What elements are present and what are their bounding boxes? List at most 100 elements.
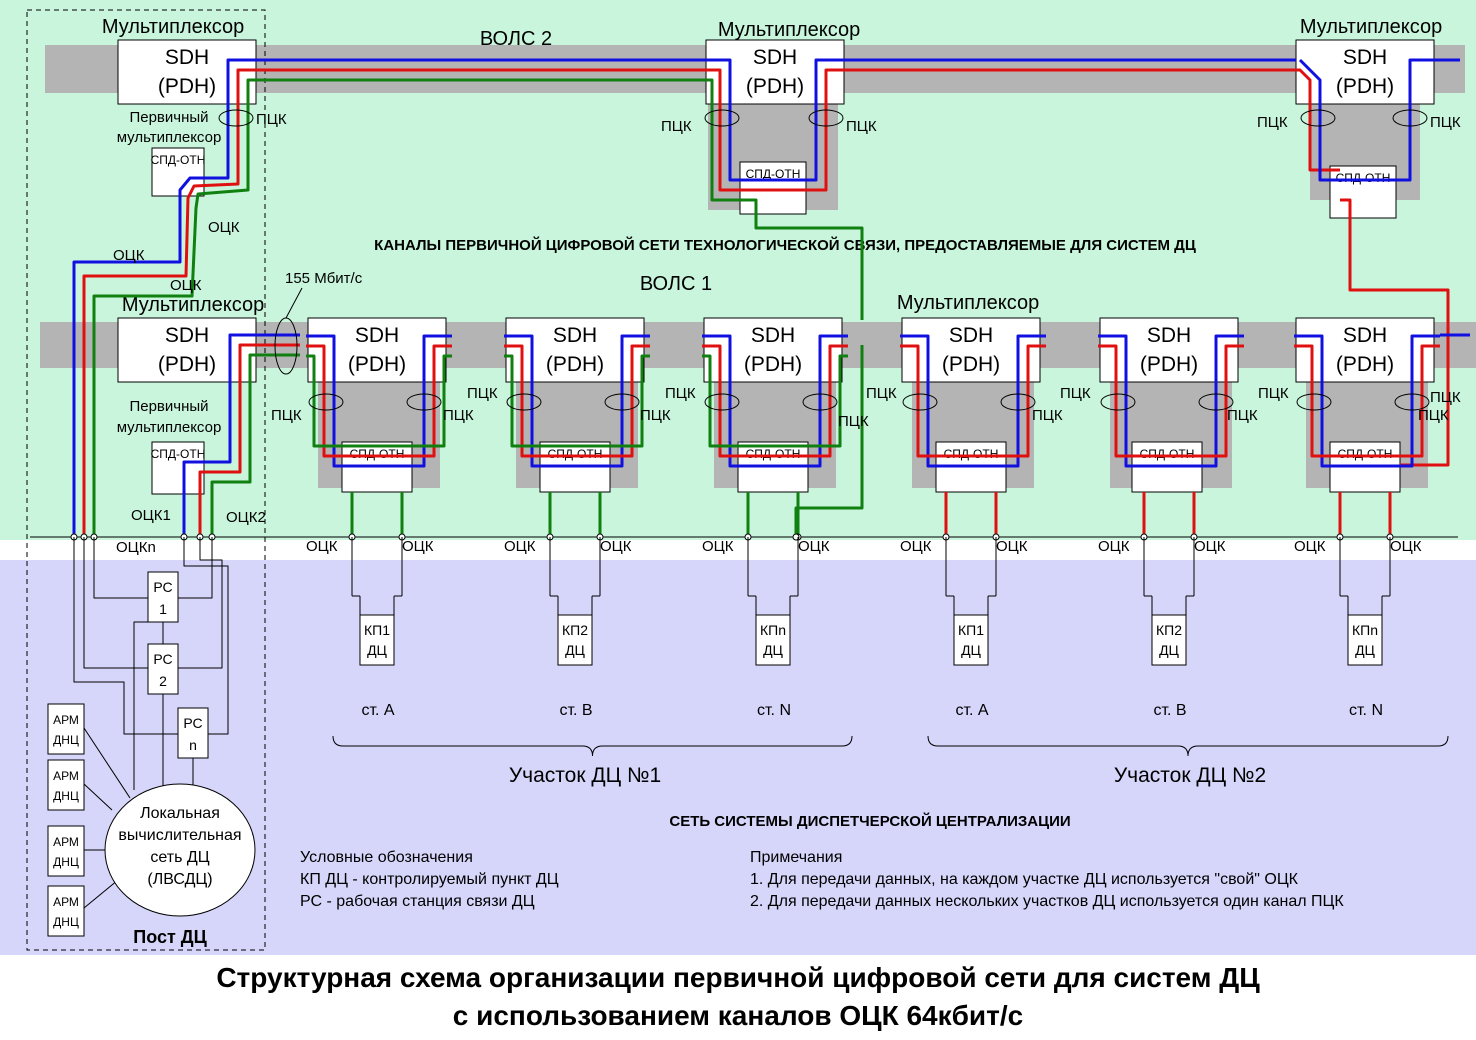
multiplexer-label: Мультиплексор <box>102 16 244 38</box>
ock-label: ОЦК <box>208 219 240 236</box>
pck-label: ПЦК <box>866 385 897 402</box>
pdh-label: (PDH) <box>348 353 406 376</box>
section-label: Участок ДЦ №2 <box>1114 764 1266 787</box>
post-wire <box>93 537 148 599</box>
station-label: ст. А <box>955 702 988 719</box>
pck-ellipse <box>506 393 542 411</box>
post-wire <box>83 537 148 669</box>
ock-label: ОЦК <box>504 538 536 555</box>
kp-label: КП2 <box>562 622 588 638</box>
lan-label: (ЛВСДЦ) <box>147 871 212 888</box>
arm-label: ДНЦ <box>53 733 79 747</box>
ock-label: ОЦК <box>996 538 1028 555</box>
ock-label: ОЦК <box>1098 538 1130 555</box>
primary-mux-label: мультиплексор <box>117 129 222 146</box>
multiplexer-label: Мультиплексор <box>1300 16 1442 38</box>
pck-ellipse <box>902 393 938 411</box>
station-label: ст. N <box>1349 702 1383 719</box>
multiplexer-label: Мультиплексор <box>897 292 1039 314</box>
ock-label: ОЦК <box>306 538 338 555</box>
spd-otn-label: СПД-ОТН <box>548 447 603 461</box>
pck-label: ПЦК <box>661 118 692 135</box>
kp-label: КП1 <box>364 622 390 638</box>
pdh-label: (PDH) <box>158 75 216 98</box>
arm-wire <box>83 879 119 909</box>
arm-label: ДНЦ <box>53 789 79 803</box>
pck-ellipse <box>1392 109 1428 127</box>
pck-label: ПЦК <box>640 407 671 424</box>
pdh-label: (PDH) <box>942 353 1000 376</box>
pck-ellipse <box>1296 393 1332 411</box>
red-channel <box>702 344 848 458</box>
pck-label: ПЦК <box>1060 385 1091 402</box>
network-diagram: SDH (PDH) SDH (PDH) SDH (PDH) SDH (PDH) SDH (PDH)… <box>0 0 1476 955</box>
station-label: ст. А <box>361 702 394 719</box>
rs-label: 1 <box>159 601 167 617</box>
vols2-label: ВОЛС 2 <box>480 28 552 50</box>
arm-label: АРМ <box>53 835 79 849</box>
pck-label: ПЦК <box>1032 407 1063 424</box>
ock2-label: ОЦК2 <box>226 509 266 526</box>
green-channel <box>210 353 300 537</box>
spd-otn-box <box>151 147 205 197</box>
sdh-label: SDH <box>1343 324 1387 347</box>
ock-label: ОЦК <box>600 538 632 555</box>
pck-ellipse <box>1000 393 1036 411</box>
sdh-label: SDH <box>1147 324 1191 347</box>
sdh-label: SDH <box>751 324 795 347</box>
post-wire <box>183 537 229 735</box>
rate-leader <box>285 287 303 319</box>
rs-label: 2 <box>159 673 167 689</box>
rs-box <box>147 571 179 623</box>
ock-label: ОЦК <box>702 538 734 555</box>
legend-line: КП ДЦ - контролируемый пункт ДЦ <box>300 871 559 888</box>
spd-otn-label: СПД-ОТН <box>1338 447 1393 461</box>
arm-wire <box>83 727 131 799</box>
pck-label: ПЦК <box>846 118 877 135</box>
spd-otn-label: СПД-ОТН <box>151 153 206 167</box>
post-wire <box>178 537 223 669</box>
arm-wire <box>83 783 113 811</box>
blue-channel <box>1098 334 1244 468</box>
pdh-label: (PDH) <box>744 353 802 376</box>
network-title: СЕТЬ СИСТЕМЫ ДИСПЕТЧЕРСКОЙ ЦЕНТРАЛИЗАЦИИ <box>669 812 1070 830</box>
spd-otn-label: СПД-ОТН <box>746 167 801 181</box>
legend-line: РС - рабочая станция связи ДЦ <box>300 893 535 910</box>
pck-ellipse <box>1100 393 1136 411</box>
sdh-label: SDH <box>1343 46 1387 69</box>
pdh-label: (PDH) <box>546 353 604 376</box>
ock-label: ОЦК <box>1194 538 1226 555</box>
pck-label: ПЦК <box>1227 407 1258 424</box>
blue-channel <box>306 334 452 468</box>
pck-label: ПЦК <box>271 407 302 424</box>
blue-channel <box>702 334 848 468</box>
ockn-label: ОЦКn <box>116 539 156 556</box>
kp-label: КПn <box>760 622 786 638</box>
rs-label: РС <box>183 715 202 731</box>
post-label: Пост ДЦ <box>133 927 207 947</box>
pck-ellipse <box>1300 109 1336 127</box>
spd-otn-label: СПД-ОТН <box>1140 447 1195 461</box>
sdh-label: SDH <box>165 324 209 347</box>
primary-mux-label: Первичный <box>129 398 208 415</box>
diagram-title-line-1: Структурная схема организации первичной … <box>216 962 1260 993</box>
lan-label: сеть ДЦ <box>150 849 209 866</box>
spd-otn-box <box>1329 165 1397 219</box>
spd-otn-label: СПД-ОТН <box>151 447 206 461</box>
green-channel <box>504 354 650 448</box>
pck-label: ПЦК <box>1430 114 1461 131</box>
primary-mux-label: Первичный <box>129 109 208 126</box>
rs-label: РС <box>153 651 172 667</box>
arm-label: ДНЦ <box>53 915 79 929</box>
kp-label: КП1 <box>958 622 984 638</box>
spd-otn-label: СПД-ОТН <box>944 447 999 461</box>
blue-channel <box>1298 58 1460 182</box>
channels-title: КАНАЛЫ ПЕРВИЧНОЙ ЦИФРОВОЙ СЕТИ ТЕХНОЛОГИ… <box>374 236 1196 254</box>
ock-label: ОЦК <box>1390 538 1422 555</box>
red-channel <box>82 68 270 537</box>
ock-label: ОЦК <box>900 538 932 555</box>
green-channel <box>306 354 452 448</box>
arm-label: АРМ <box>53 895 79 909</box>
kp-box <box>359 614 395 666</box>
pck-ellipse <box>704 109 740 127</box>
